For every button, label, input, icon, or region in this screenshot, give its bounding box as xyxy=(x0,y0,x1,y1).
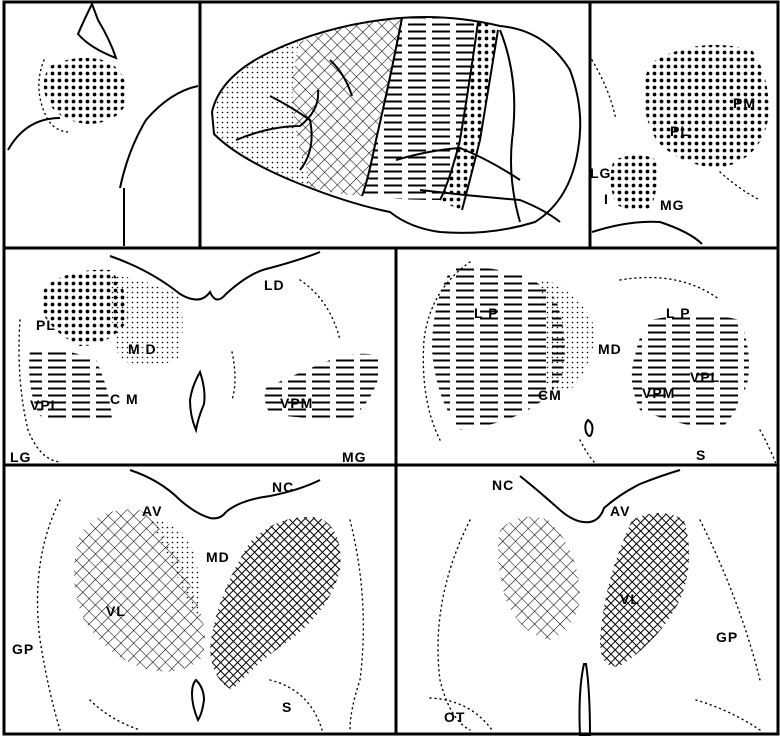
panel-top-left xyxy=(8,4,198,246)
md-fine-dotted-region-right xyxy=(540,278,596,392)
label-av-left: AV xyxy=(142,503,162,519)
panel-middle-left: LD PL M D VPL C M VPM LG MG xyxy=(10,252,382,465)
panel-middle-right: L P L P MD CM VPL VPM S xyxy=(423,262,776,464)
dense-crosshatch-region-left xyxy=(210,517,341,690)
label-vpl-mid: VPL xyxy=(30,397,60,413)
label-s-bot: S xyxy=(282,699,292,715)
label-md-mid: M D xyxy=(128,341,157,357)
label-av-right: AV xyxy=(610,503,630,519)
label-lg-top: LG xyxy=(590,165,611,181)
label-vpm-mid: VPM xyxy=(280,395,313,411)
panel-bottom-right: NC AV VL GP OT xyxy=(430,470,760,736)
label-lg-mid: LG xyxy=(10,449,31,465)
label-pl-mid: PL xyxy=(36,317,56,333)
label-vpm-right: VPM xyxy=(642,385,675,401)
label-md-bot: MD xyxy=(206,549,230,565)
panel-top-right: PM PL LG I MG xyxy=(590,45,769,244)
label-gp-right: GP xyxy=(716,629,738,645)
label-mg-top: MG xyxy=(660,197,685,213)
label-mg-mid: MG xyxy=(342,449,367,465)
label-s-mid: S xyxy=(696,447,706,463)
label-cm-right: CM xyxy=(538,387,562,403)
nucleus-dotted-region xyxy=(44,58,128,124)
label-pl-top: PL xyxy=(670,123,690,139)
label-nc-left: NC xyxy=(272,479,294,495)
label-lp-left: L P xyxy=(474,305,499,321)
label-vpl-right: VPL xyxy=(690,369,720,385)
label-vl-right: VL xyxy=(620,591,640,607)
label-nc-right: NC xyxy=(492,477,514,493)
label-pm-top: PM xyxy=(733,95,756,111)
label-ot: OT xyxy=(444,709,465,725)
label-i-top: I xyxy=(604,191,609,207)
panel-brain-lateral xyxy=(212,17,580,233)
dense-crosshatch-region-right xyxy=(600,513,689,666)
label-md-right: MD xyxy=(598,341,622,357)
lg-i-dotted-region xyxy=(610,155,657,210)
label-vl-left: VL xyxy=(106,603,126,619)
label-lp-right: L P xyxy=(666,305,691,321)
panel-bottom-left: NC AV MD VL GP S xyxy=(12,470,363,730)
label-gp-left: GP xyxy=(12,641,34,657)
vl-crosshatch-region-right xyxy=(498,517,580,640)
label-ld: LD xyxy=(264,277,285,293)
label-cm-mid: C M xyxy=(110,391,139,407)
